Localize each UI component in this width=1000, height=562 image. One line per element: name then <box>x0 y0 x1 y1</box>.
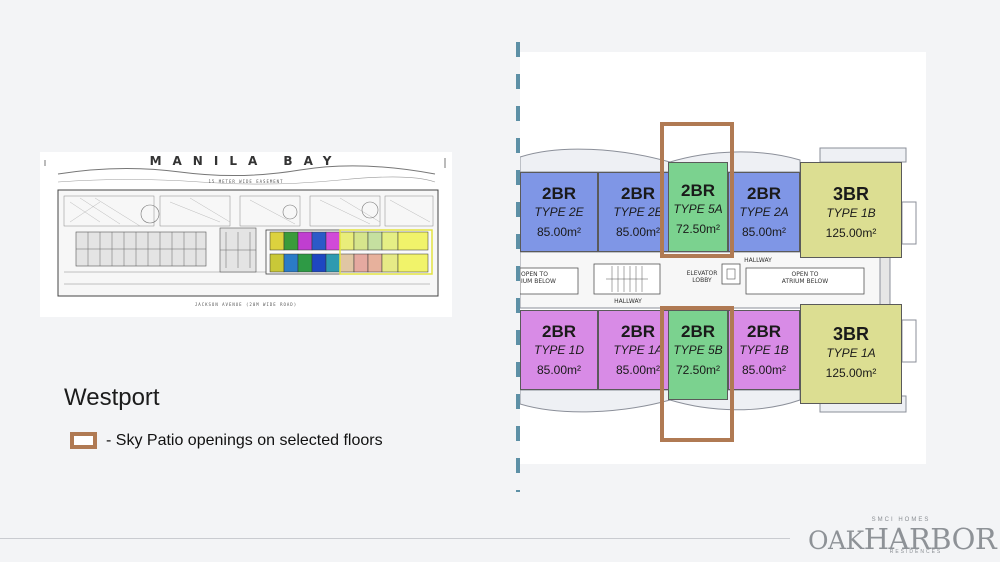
unit-bedrooms: 2BR <box>680 322 715 341</box>
unit-3br-type-1a[interactable]: 3BR TYPE 1A 125.00m² <box>800 304 902 404</box>
unit-type: TYPE 2E <box>534 205 584 219</box>
unit-2br-type-5a[interactable]: 2BR TYPE 5A 72.50m² <box>668 162 728 252</box>
unit-area: 85.00m² <box>536 225 582 239</box>
dashed-divider <box>516 42 520 492</box>
unit-2br-type-2b[interactable]: 2BR TYPE 2B 85.00m² <box>598 172 678 252</box>
sky-patio-highlight-top <box>660 122 734 258</box>
unit-bedrooms: 2BR <box>541 184 576 203</box>
sky-patio-legend-text: - Sky Patio openings on selected floors <box>106 432 383 449</box>
brand-subtitle: SMCI HOMES <box>871 517 931 523</box>
road-label: JACKSON AVENUE (20M WIDE ROAD) <box>194 302 298 307</box>
unit-area: 85.00m² <box>741 363 787 377</box>
unit-3br-type-1b[interactable]: 3BR TYPE 1B 125.00m² <box>800 162 902 258</box>
unit-2br-type-2e[interactable]: 2BR TYPE 2E 85.00m² <box>520 172 598 252</box>
unit-area: 85.00m² <box>741 225 787 239</box>
unit-2br-type-1b[interactable]: 2BR TYPE 1B 85.00m² <box>728 310 800 390</box>
unit-area: 125.00m² <box>825 366 877 380</box>
unit-bedrooms: 2BR <box>620 184 655 203</box>
unit-bedrooms: 3BR <box>832 324 869 344</box>
elevator-line1: ELEVATOR <box>686 270 718 277</box>
unit-type: TYPE 5B <box>673 343 723 357</box>
unit-2br-type-1d[interactable]: 2BR TYPE 1D 85.00m² <box>520 310 598 390</box>
open-to-atrium-right-label: OPEN TO ATRIUM BELOW <box>770 271 840 285</box>
unit-type: TYPE 2A <box>739 205 789 219</box>
brand-name-part2: HARBOR <box>863 522 997 556</box>
unit-bedrooms: 2BR <box>680 181 715 200</box>
hallway-label-top: HALLWAY <box>744 257 772 264</box>
site-plan: MANILA BAY 15 METER WIDE EASEMENT JACKSO… <box>40 152 452 317</box>
brand-logo: OAKHARBOR <box>808 522 997 556</box>
elevator-line2: LOBBY <box>692 277 712 284</box>
footer-rule <box>0 538 790 539</box>
hallway-label-bottom: HALLWAY <box>614 298 642 305</box>
unit-type: TYPE 1B <box>826 206 876 220</box>
site-plan-drawing <box>44 158 446 297</box>
easement-label: 15 METER WIDE EASEMENT <box>208 179 284 184</box>
unit-bedrooms: 2BR <box>541 322 576 341</box>
unit-type: TYPE 1B <box>739 343 789 357</box>
unit-bedrooms: 2BR <box>746 322 781 341</box>
open-right-line1: OPEN TO <box>791 271 819 278</box>
sky-patio-highlight-bottom <box>660 306 734 442</box>
unit-type: TYPE 2B <box>613 205 663 219</box>
brand-name-part1: OAK <box>808 526 864 555</box>
brand-tagline: RESIDENCES <box>889 549 943 555</box>
open-to-atrium-left-label: OPEN TO IUM BELOW <box>521 271 556 285</box>
unit-2br-type-5b[interactable]: 2BR TYPE 5B 72.50m² <box>668 310 728 400</box>
unit-area: 85.00m² <box>536 363 582 377</box>
unit-area: 72.50m² <box>675 363 721 377</box>
unit-2br-type-2a[interactable]: 2BR TYPE 2A 85.00m² <box>728 172 800 252</box>
unit-area: 72.50m² <box>675 222 721 236</box>
unit-type: TYPE 1A <box>613 343 663 357</box>
unit-2br-type-1a[interactable]: 2BR TYPE 1A 85.00m² <box>598 310 678 390</box>
elevator-lobby-label: ELEVATOR LOBBY <box>680 270 724 284</box>
sky-patio-legend-swatch <box>70 432 97 449</box>
bay-label: MANILA BAY <box>149 154 343 168</box>
unit-type: TYPE 5A <box>673 202 723 216</box>
unit-bedrooms: 3BR <box>832 184 869 204</box>
unit-bedrooms: 2BR <box>746 184 781 203</box>
unit-type: TYPE 1D <box>533 343 584 357</box>
open-left-line2: IUM BELOW <box>521 278 556 285</box>
unit-type: TYPE 1A <box>826 346 876 360</box>
floor-plan: 2BR TYPE 2E 85.00m² 2BR TYPE 2B 85.00m² … <box>520 52 926 464</box>
unit-area: 125.00m² <box>825 226 877 240</box>
open-right-line2: ATRIUM BELOW <box>781 278 829 285</box>
unit-area: 85.00m² <box>615 363 661 377</box>
tower-title: Westport <box>64 384 160 411</box>
unit-area: 85.00m² <box>615 225 661 239</box>
open-left-line1: OPEN TO <box>521 271 548 278</box>
unit-bedrooms: 2BR <box>620 322 655 341</box>
